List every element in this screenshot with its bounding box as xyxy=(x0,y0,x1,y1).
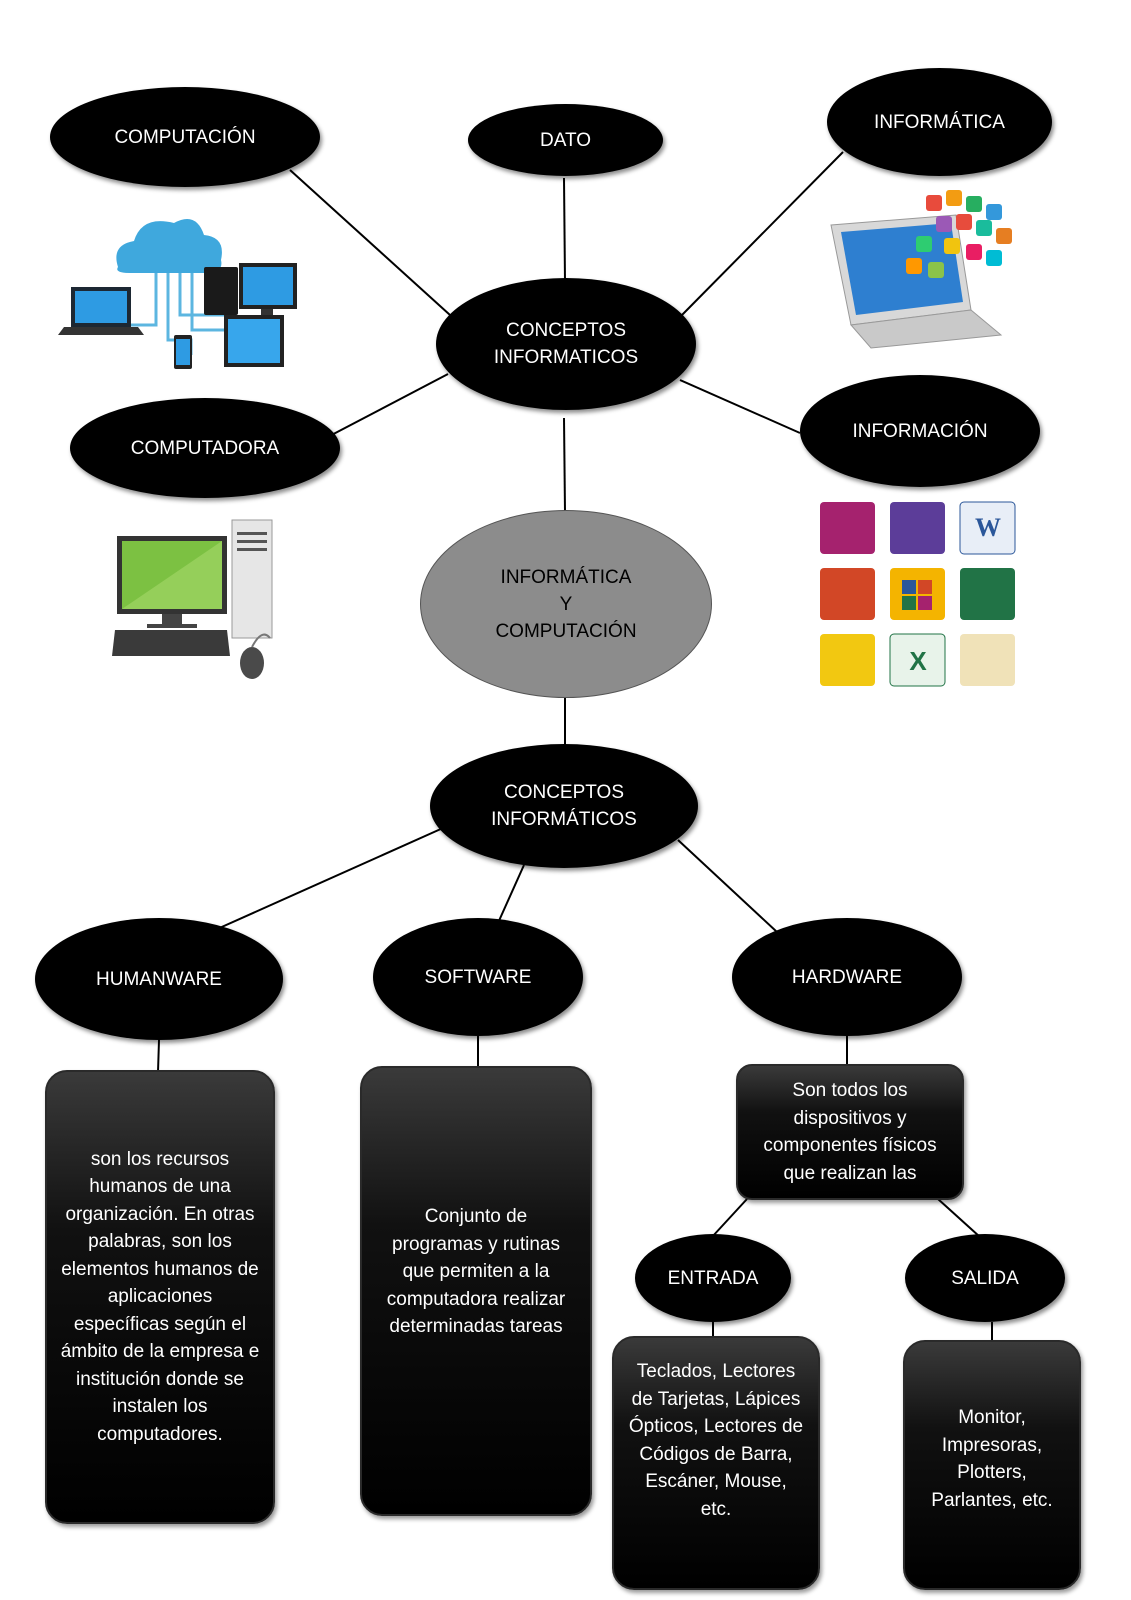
node-informatica: INFORMÁTICA xyxy=(827,68,1052,176)
line-informacion xyxy=(679,379,801,434)
node-dato: DATO xyxy=(468,104,663,176)
humanware-description: son los recursos humanos de una organiza… xyxy=(45,1070,275,1524)
line-informatica xyxy=(679,151,844,318)
node-humanware: HUMANWARE xyxy=(35,918,283,1040)
line-dato xyxy=(563,177,566,283)
hardware-description: Son todos los dispositivos y componentes… xyxy=(736,1064,964,1200)
line-humanware xyxy=(214,827,444,931)
software-description: Conjunto de programas y rutinas que perm… xyxy=(360,1066,592,1516)
node-computadora: COMPUTADORA xyxy=(70,398,340,498)
node-software: SOFTWARE xyxy=(373,918,583,1036)
node-conceptos-top: CONCEPTOS INFORMATICOS xyxy=(436,278,696,410)
node-conceptos-bottom: CONCEPTOS INFORMÁTICOS xyxy=(430,744,698,868)
entrada-description: Teclados, Lectores de Tarjetas, Lápices … xyxy=(612,1336,820,1590)
office-apps-icon: W X xyxy=(820,501,1016,687)
desktop-computer-icon xyxy=(112,519,273,679)
laptop-apps-icon xyxy=(830,190,1012,349)
line-computadora xyxy=(321,373,449,441)
node-salida: SALIDA xyxy=(905,1234,1065,1322)
node-computacion: COMPUTACIÓN xyxy=(50,87,320,187)
line-humanware-box xyxy=(157,1039,160,1073)
node-center: INFORMÁTICA Y COMPUTACIÓN xyxy=(420,510,712,698)
node-informacion: INFORMACIÓN xyxy=(800,375,1040,487)
line-computacion xyxy=(289,169,451,316)
cloud-network-icon xyxy=(58,219,297,369)
line-salida xyxy=(937,1198,981,1238)
node-hardware: HARDWARE xyxy=(732,918,962,1036)
line-center-top xyxy=(563,417,566,513)
node-entrada: ENTRADA xyxy=(635,1234,791,1322)
line-entrada xyxy=(711,1198,748,1238)
salida-description: Monitor, Impresoras, Plotters, Parlantes… xyxy=(903,1340,1081,1590)
line-software xyxy=(497,864,525,924)
svg-text:X: X xyxy=(909,646,927,676)
line-hardware xyxy=(677,839,778,933)
svg-text:W: W xyxy=(975,513,1001,542)
